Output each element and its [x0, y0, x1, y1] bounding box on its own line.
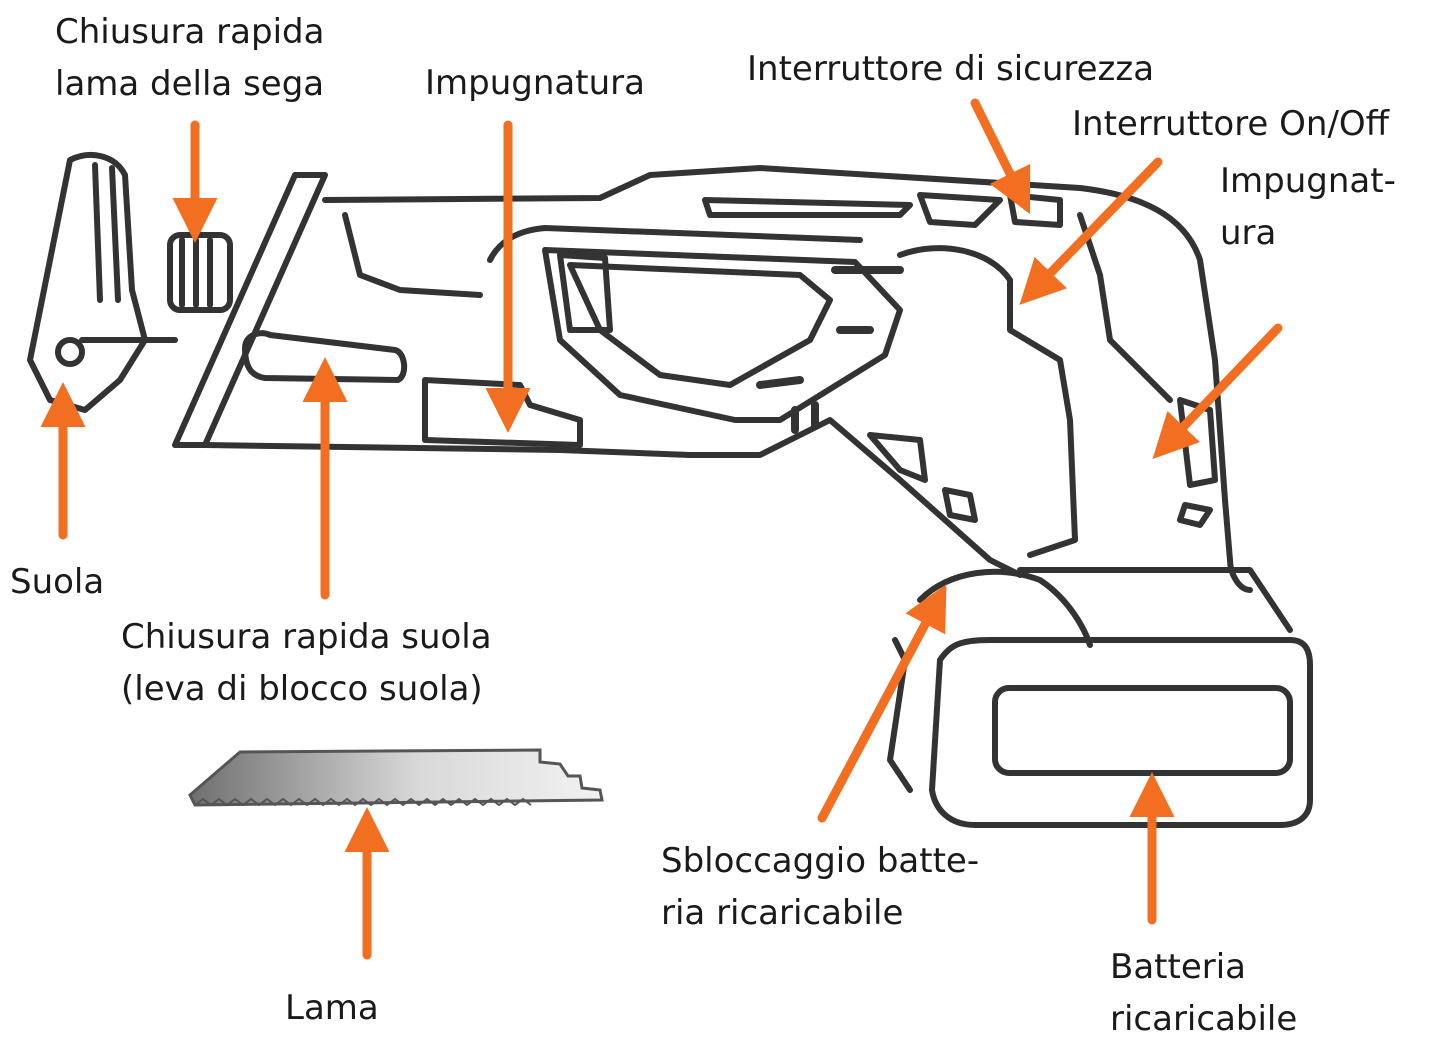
label-on-off-switch: Interruttore On/Off [1072, 104, 1390, 144]
grip-front-window [542, 247, 903, 423]
label-battery-release: Sbloccaggio batte- ria ricaricabile [661, 841, 980, 933]
arrow-on-off-switch [1019, 157, 1163, 305]
callout-arrows [40, 98, 1283, 960]
saw-illustration [27, 152, 1313, 828]
label-grip-rear: Impugnat- ura [1220, 161, 1396, 253]
label-grip-front: Impugnatura [425, 63, 645, 103]
label-blade: Lama [285, 988, 379, 1028]
battery-label-panel [992, 685, 1293, 776]
rear-handle [897, 245, 1078, 558]
label-safety-switch: Interruttore di sicurezza [747, 49, 1155, 89]
shoe-plate [27, 152, 148, 413]
battery-pack [929, 637, 1313, 828]
battery-release-button [917, 568, 1093, 648]
label-shoe: Suola [10, 562, 105, 602]
arrow-battery-release [817, 584, 947, 823]
label-blade-clamp: Chiusura rapida lama della sega [55, 12, 325, 104]
front-plate [172, 172, 328, 448]
body-outline [322, 165, 1253, 593]
arrow-grip-rear [1152, 323, 1283, 460]
label-shoe-clamp: Chiusura rapida suola (leva di blocco su… [121, 617, 492, 709]
label-battery: Batteria ricaricabile [1110, 947, 1298, 1039]
arrow-safety-switch [970, 98, 1031, 215]
loose-blade [188, 748, 604, 807]
